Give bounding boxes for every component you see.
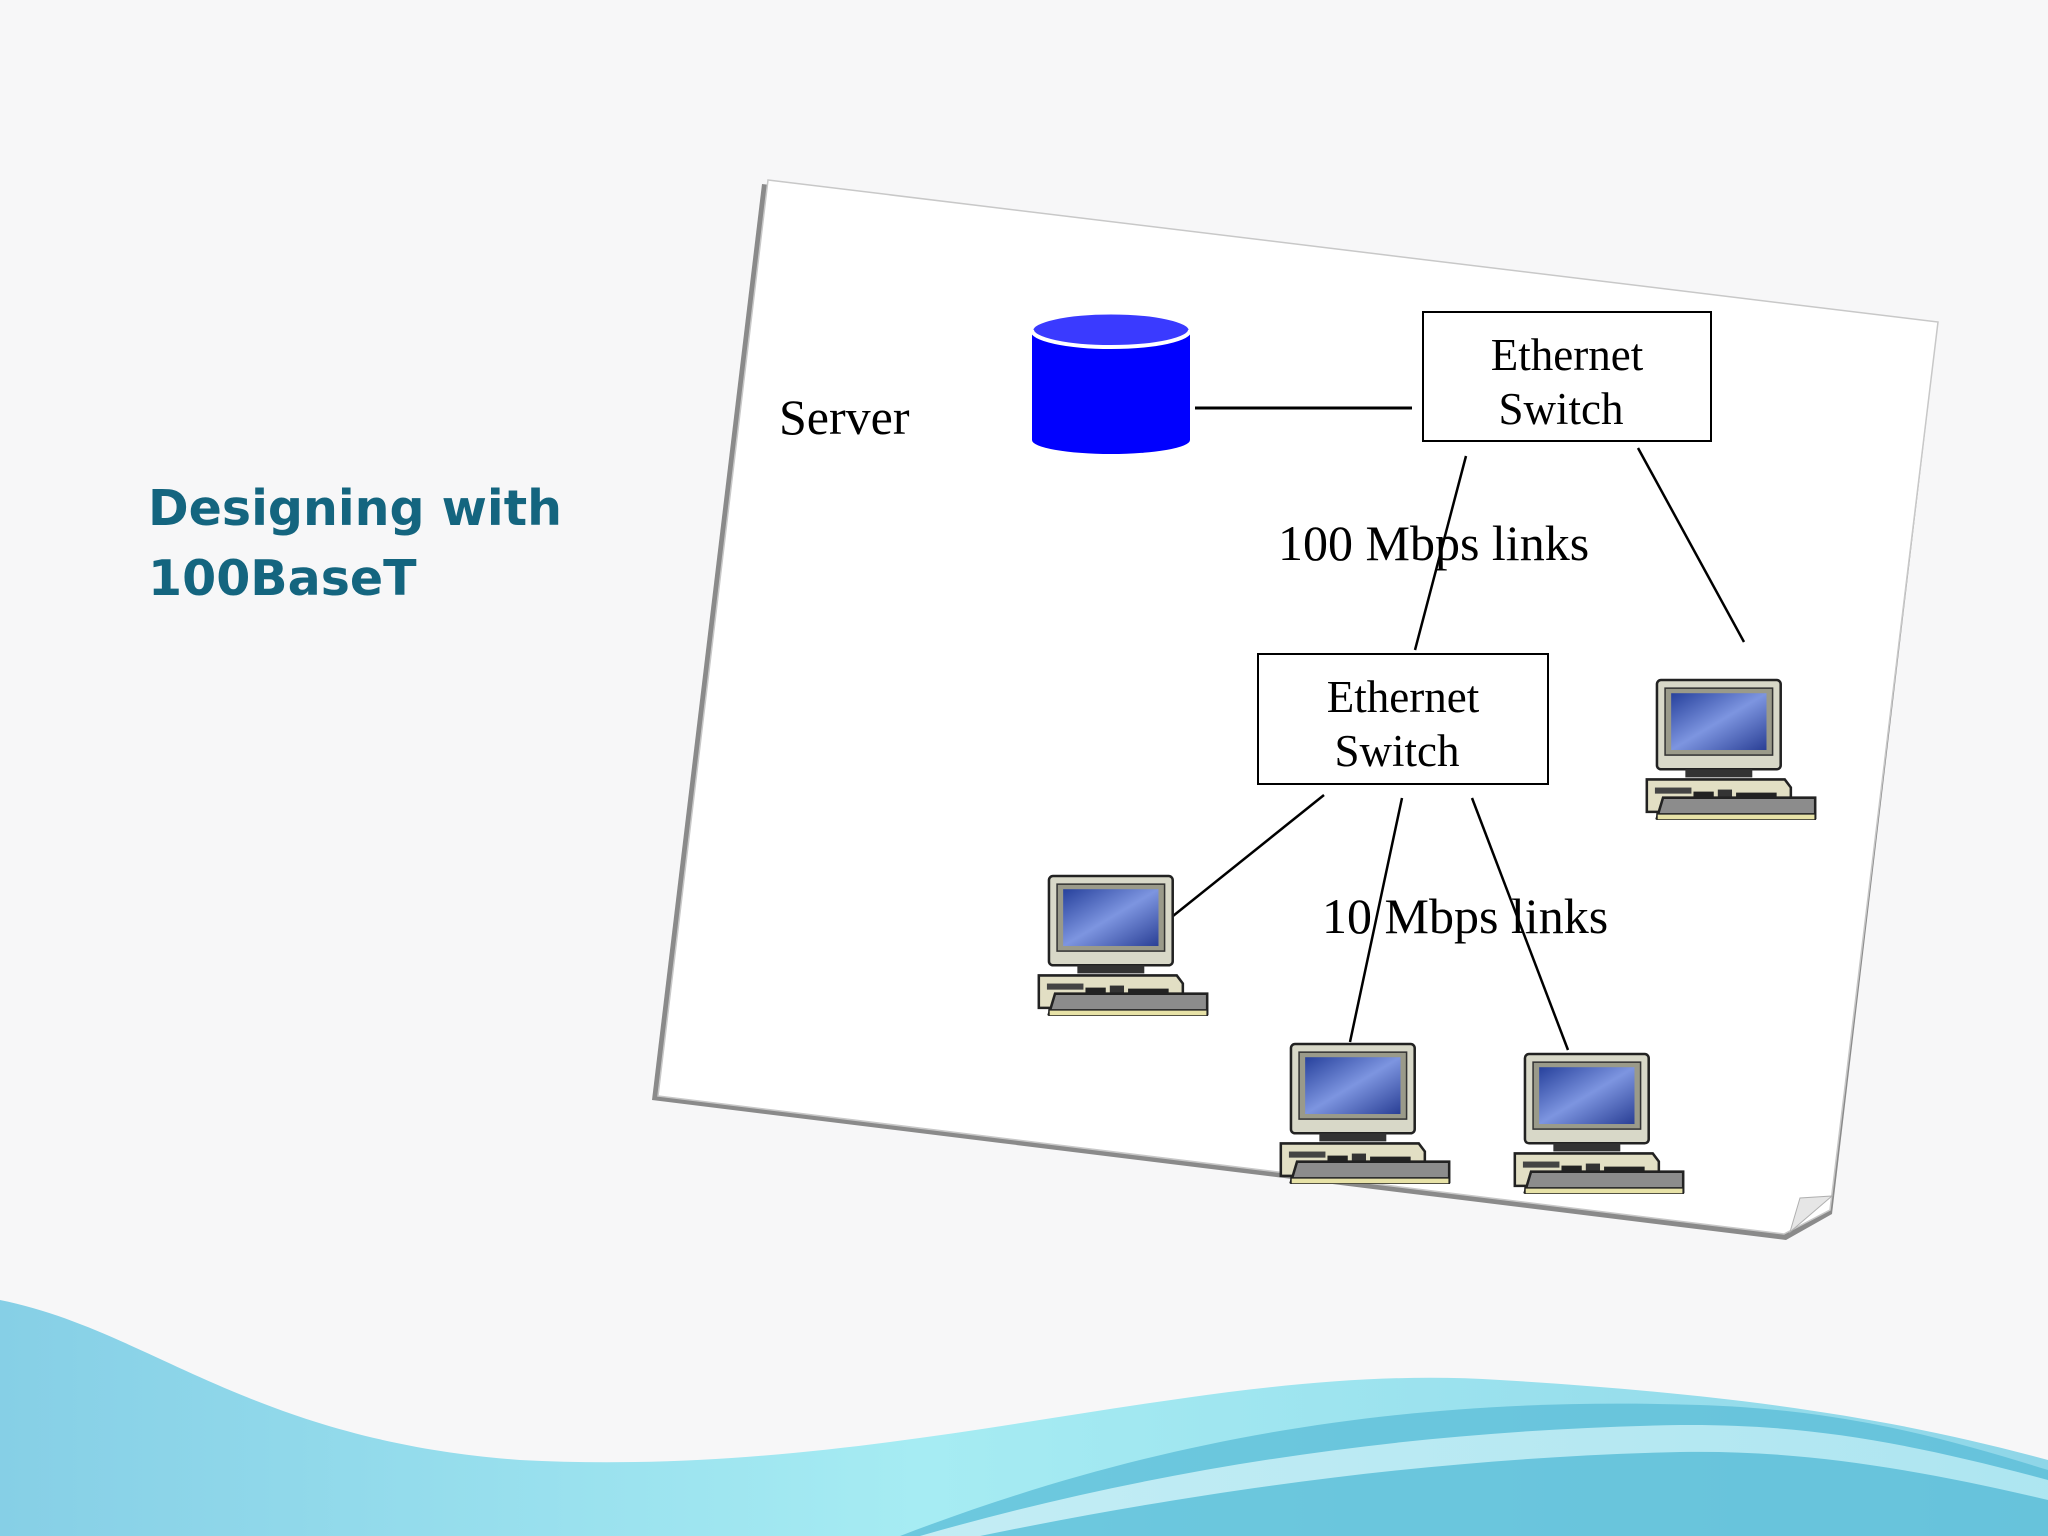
link-switch-mid-to-pc-bottom-b xyxy=(1470,797,1570,1051)
link-100-label: 100 Mbps links xyxy=(1278,515,1589,571)
slide-title-line2: 100BaseT xyxy=(148,550,417,607)
switch-top-line2: Switch xyxy=(1498,384,1623,434)
wave-light-band xyxy=(920,1424,2048,1536)
switch-mid-line2: Switch xyxy=(1334,726,1459,776)
link-switch-mid-to-pc-left xyxy=(1167,794,1325,921)
switch-mid-line1: Ethernet xyxy=(1327,672,1480,722)
ethernet-switch-top xyxy=(1422,311,1712,442)
paper-curl xyxy=(1789,1195,1834,1234)
link-10-label: 10 Mbps links xyxy=(1322,888,1608,944)
switch-top-line1: Ethernet xyxy=(1491,330,1644,380)
server-label: Server xyxy=(779,389,910,445)
link-switch-top-to-switch-mid xyxy=(1413,455,1468,651)
server-icon xyxy=(1030,311,1192,454)
ethernet-switch-mid xyxy=(1257,653,1549,785)
slide-title-line1: Designing with xyxy=(148,480,563,537)
link-switch-top-to-pc-right xyxy=(1636,447,1746,643)
link-switch-mid-to-pc-bottom-a xyxy=(1348,797,1404,1043)
slide-title: Designing with 100BaseT xyxy=(148,474,668,614)
